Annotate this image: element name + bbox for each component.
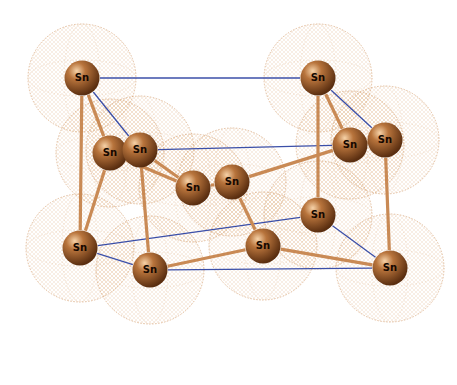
element-symbol: Sn xyxy=(300,60,336,96)
element-symbol: Sn xyxy=(132,252,168,288)
bond-line xyxy=(249,150,333,176)
element-symbol: Sn xyxy=(122,132,158,168)
bond-line xyxy=(281,249,373,265)
unit-cell-line xyxy=(158,145,332,149)
tin-atom: Sn xyxy=(64,60,100,96)
tin-atom: Sn xyxy=(367,122,403,158)
bond-line xyxy=(211,183,214,187)
bond-line xyxy=(80,96,82,230)
unit-cell-line xyxy=(331,90,372,128)
bond-line xyxy=(141,168,148,252)
tin-atom: Sn xyxy=(132,252,168,288)
tin-atom: Sn xyxy=(214,164,250,200)
mesh-sphere xyxy=(209,192,317,300)
element-symbol: Sn xyxy=(175,170,211,206)
element-symbol: Sn xyxy=(92,135,128,171)
element-symbol: Sn xyxy=(372,250,408,286)
tin-atom: Sn xyxy=(332,127,368,163)
element-symbol: Sn xyxy=(332,127,368,163)
unit-cell-line xyxy=(168,268,372,270)
bond-line xyxy=(240,198,255,230)
bond-line xyxy=(155,160,179,177)
element-symbol: Sn xyxy=(214,164,250,200)
tin-atom: Sn xyxy=(300,60,336,96)
element-symbol: Sn xyxy=(367,122,403,158)
element-symbol: Sn xyxy=(245,228,281,264)
unit-cell-line xyxy=(93,92,128,136)
element-symbol: Sn xyxy=(300,197,336,233)
unit-cell-line xyxy=(100,77,300,78)
bond-line xyxy=(85,170,104,231)
unit-cell-line xyxy=(332,226,375,258)
tin-atom: Sn xyxy=(122,132,158,168)
tin-atom: Sn xyxy=(372,250,408,286)
bond-line xyxy=(386,158,390,250)
element-symbol: Sn xyxy=(62,230,98,266)
bond-line xyxy=(168,250,246,267)
tin-atom: Sn xyxy=(245,228,281,264)
element-symbol: Sn xyxy=(64,60,100,96)
tin-atom: Sn xyxy=(175,170,211,206)
tin-atom: Sn xyxy=(300,197,336,233)
tin-atom: Sn xyxy=(62,230,98,266)
bond-line xyxy=(326,94,342,129)
bond-line xyxy=(88,95,103,136)
bond-line xyxy=(316,96,319,197)
unit-cell-line xyxy=(97,253,133,264)
tin-atom: Sn xyxy=(92,135,128,171)
